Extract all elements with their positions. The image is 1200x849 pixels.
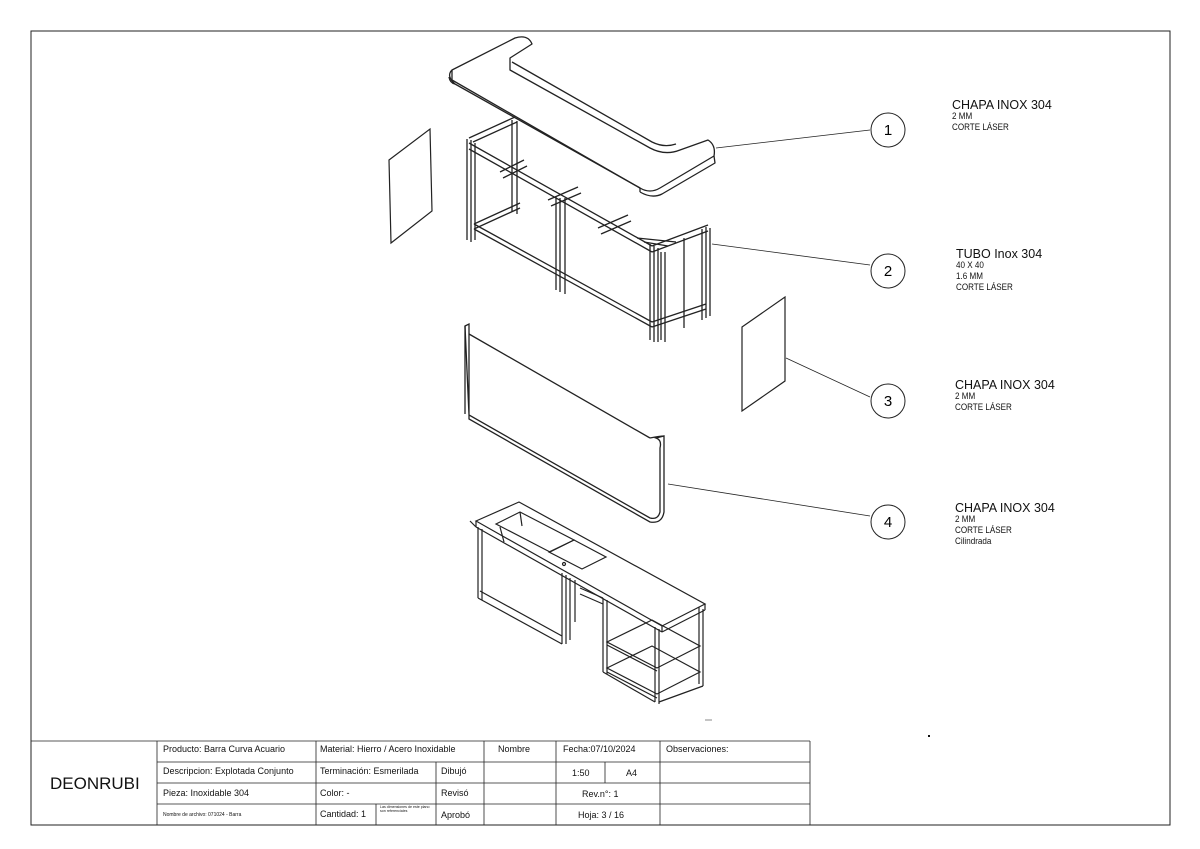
balloon-4: 4 bbox=[870, 504, 906, 540]
base-cabinet bbox=[469, 501, 707, 704]
callout-2-text: TUBO Inox 304 40 X 40 1.6 MM CORTE LÁSER bbox=[956, 247, 1042, 294]
material-field: Material: Hierro / Acero Inoxidable bbox=[320, 744, 456, 754]
hoja-field: Hoja: 3 / 16 bbox=[578, 810, 625, 820]
balloon-number: 1 bbox=[884, 122, 892, 139]
reviso-label: Revisó bbox=[441, 788, 469, 798]
callout-spec: 2 MM bbox=[955, 391, 976, 403]
dibujo-label: Dibujó bbox=[441, 766, 467, 776]
balloon-number: 3 bbox=[884, 393, 892, 410]
archivo-field: Nombre de archivo: 071024 - Barra bbox=[163, 812, 242, 818]
leader-lines bbox=[667, 129, 871, 517]
callout-title: TUBO Inox 304 bbox=[956, 247, 1043, 261]
escala-field: 1:50 bbox=[572, 768, 590, 778]
nombre-header: Nombre bbox=[498, 744, 531, 754]
pieza-field: Pieza: Inoxidable 304 bbox=[163, 788, 250, 798]
callout-spec: CORTE LÁSER bbox=[955, 525, 1012, 537]
color-field: Color: - bbox=[320, 788, 350, 798]
descripcion-field: Descripcion: Explotada Conjunto bbox=[163, 766, 294, 776]
callout-1-text: CHAPA INOX 304 2 MM CORTE LÁSER bbox=[952, 98, 1052, 134]
balloon-2: 2 bbox=[870, 253, 906, 289]
fecha-field: Fecha:07/10/2024 bbox=[563, 744, 636, 754]
revision-field: Rev.n°: 1 bbox=[582, 789, 619, 799]
cantidad-note: Las dimensiones de este plano son refere… bbox=[380, 805, 430, 813]
callout-spec: CORTE LÁSER bbox=[956, 282, 1013, 294]
cantidad-field: Cantidad: 1 bbox=[320, 809, 367, 819]
part-3-left-side-panel bbox=[388, 127, 433, 245]
balloon-number: 4 bbox=[884, 514, 892, 531]
balloon-number: 2 bbox=[884, 263, 892, 280]
formato-field: A4 bbox=[626, 768, 638, 778]
callout-spec: CORTE LÁSER bbox=[955, 402, 1012, 414]
sheet-border bbox=[30, 30, 1171, 826]
aprobo-label: Aprobó bbox=[441, 810, 471, 820]
callout-3-text: CHAPA INOX 304 2 MM CORTE LÁSER bbox=[955, 378, 1055, 414]
callout-spec: 1.6 MM bbox=[956, 271, 983, 283]
callout-4-text: CHAPA INOX 304 2 MM CORTE LÁSER Cilindra… bbox=[955, 501, 1055, 548]
observaciones-label: Observaciones: bbox=[666, 744, 729, 754]
callout-spec: Cilindrada bbox=[955, 536, 992, 548]
company-name: DEONRUBI bbox=[50, 774, 140, 793]
callout-spec: 2 MM bbox=[952, 111, 973, 123]
title-block-grid bbox=[31, 740, 811, 825]
part-3-right-side-panel bbox=[741, 295, 786, 413]
part-1-countertop bbox=[448, 36, 716, 197]
callout-spec: CORTE LÁSER bbox=[952, 122, 1009, 134]
callout-title: CHAPA INOX 304 bbox=[952, 98, 1052, 112]
drawing-mark bbox=[928, 735, 930, 737]
part-4-curved-panel bbox=[464, 322, 665, 523]
balloon-1: 1 bbox=[870, 112, 906, 148]
callout-spec: 2 MM bbox=[955, 514, 976, 526]
part-2-tube-frame bbox=[466, 116, 711, 342]
producto-field: Producto: Barra Curva Acuario bbox=[163, 744, 286, 754]
callout-spec: 40 X 40 bbox=[956, 260, 984, 272]
callout-title: CHAPA INOX 304 bbox=[955, 501, 1055, 515]
callout-title: CHAPA INOX 304 bbox=[955, 378, 1055, 392]
balloon-3: 3 bbox=[870, 383, 906, 419]
terminacion-field: Terminación: Esmerilada bbox=[320, 766, 419, 776]
